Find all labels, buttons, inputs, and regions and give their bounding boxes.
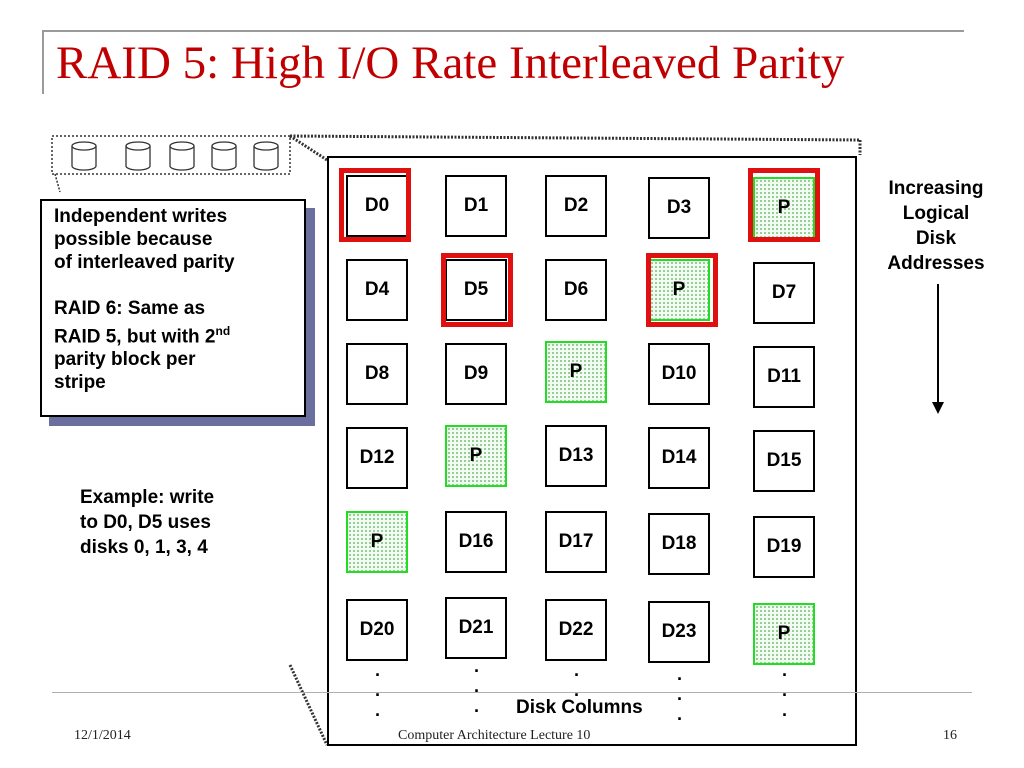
- raid6-line-2: RAID 5, but with 2: [54, 326, 216, 348]
- continuation-dots-col4: ···: [782, 665, 788, 725]
- block-D19: D19: [753, 516, 815, 578]
- block-D15: D15: [753, 430, 815, 492]
- title-left-rule: [42, 30, 44, 94]
- block-parity-row4: P: [346, 511, 408, 573]
- block-D0: D0: [346, 175, 408, 237]
- block-D8: D8: [346, 343, 408, 405]
- increasing-addresses-label: Increasing Logical Disk Addresses: [887, 178, 985, 274]
- footer-lecture-title: Computer Architecture Lecture 10: [398, 728, 591, 743]
- raid6-line-3: parity block per: [54, 349, 196, 371]
- block-D23: D23: [648, 601, 710, 663]
- highlight-D0: [339, 168, 411, 242]
- slide-title: RAID 5: High I/O Rate Interleaved Parity: [56, 37, 845, 89]
- block-parity-row3: P: [445, 425, 507, 487]
- block-D18: D18: [648, 513, 710, 575]
- down-arrow-icon: [932, 284, 944, 414]
- disk-array-icon-box: [51, 135, 291, 175]
- callout-line-2: possible because: [54, 229, 213, 250]
- title-top-rule: [42, 30, 964, 32]
- disk-cylinder-4: [253, 141, 279, 171]
- zoom-line-top: [289, 134, 861, 142]
- block-D10: D10: [648, 343, 710, 405]
- block-D4: D4: [346, 259, 408, 321]
- block-D5: D5: [445, 259, 507, 321]
- block-D14: D14: [648, 427, 710, 489]
- disk-cylinder-3: [211, 141, 237, 171]
- block-D1: D1: [445, 175, 507, 237]
- continuation-dots-col0: ···: [375, 665, 381, 725]
- block-D2: D2: [545, 175, 607, 237]
- zoom-line-left-edge: [54, 173, 61, 193]
- block-D16: D16: [445, 511, 507, 573]
- disk-cylinder-1: [125, 141, 151, 171]
- block-D6: D6: [545, 259, 607, 321]
- block-parity-row2: P: [545, 341, 607, 403]
- continuation-dots-col1: ···: [474, 661, 480, 721]
- footer-rule: [52, 692, 972, 693]
- block-D12: D12: [346, 427, 408, 489]
- disk-cylinder-0: [71, 141, 97, 171]
- highlight-D5: [441, 253, 513, 327]
- disk-cylinder-icons: [71, 141, 279, 171]
- disk-columns-label: Disk Columns: [515, 697, 644, 719]
- block-parity-row5: P: [753, 603, 815, 665]
- block-D11: D11: [753, 346, 815, 408]
- block-parity-row0: P: [753, 177, 815, 239]
- raid6-superscript: nd: [215, 324, 231, 338]
- highlight-parity-row0: [748, 168, 820, 242]
- callout-line-1: Independent writes: [54, 206, 228, 227]
- continuation-dots-col3: ···: [677, 669, 683, 729]
- block-D13: D13: [545, 425, 607, 487]
- block-D3: D3: [648, 177, 710, 239]
- block-D21: D21: [445, 597, 507, 659]
- footer-date: 12/1/2014: [74, 728, 131, 743]
- block-D22: D22: [545, 599, 607, 661]
- disk-cylinder-2: [169, 141, 195, 171]
- block-D17: D17: [545, 511, 607, 573]
- highlight-parity-row1: [646, 253, 718, 327]
- callout-line-3: of interleaved parity: [54, 252, 235, 273]
- footer-page-number: 16: [943, 728, 957, 743]
- example-write-text: Example: write to D0, D5 uses disks 0, 1…: [80, 487, 215, 558]
- zoom-line-bottom: [288, 664, 329, 746]
- raid6-line-1: RAID 6: Same as: [54, 298, 206, 319]
- zoom-line-top-left: [289, 134, 328, 162]
- block-D7: D7: [753, 262, 815, 324]
- raid6-line-4: stripe: [54, 372, 106, 394]
- independent-writes-callout: Independent writes possible because of i…: [40, 199, 306, 417]
- block-D9: D9: [445, 343, 507, 405]
- block-D20: D20: [346, 599, 408, 661]
